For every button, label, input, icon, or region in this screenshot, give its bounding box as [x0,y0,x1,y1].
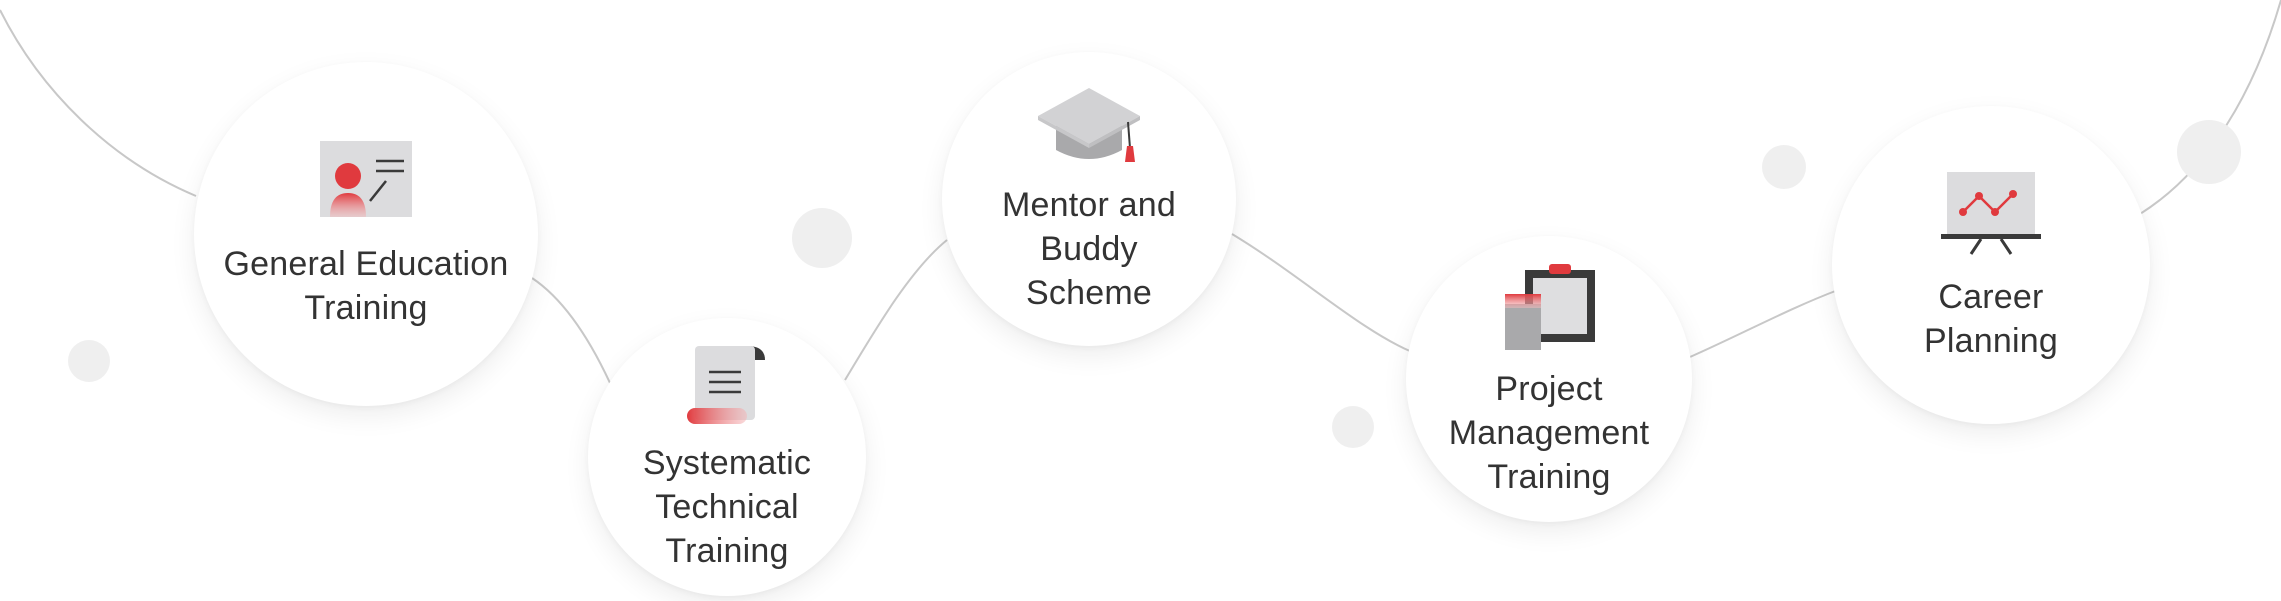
step-label: Project Management Training [1448,369,1650,496]
decorative-dot [68,340,110,382]
graduation-cap-icon [1034,84,1144,179]
step-systematic-technical[interactable]: Systematic Technical Training [588,318,866,596]
step-mentor-buddy[interactable]: Mentor and Buddy Scheme [942,52,1236,346]
decorative-dot [2177,120,2241,184]
step-label: Systematic Technical Training [642,443,812,570]
step-label: General Education Training [223,244,509,327]
decorative-dot [792,208,852,268]
clipboard-icon [1501,260,1597,359]
step-project-management[interactable]: Project Management Training [1406,236,1692,522]
decorative-dot [1762,145,1806,189]
presentation-person-icon [318,139,414,224]
step-career-planning[interactable]: Career Planning [1832,106,2150,424]
decorative-dot [1332,406,1374,448]
chart-board-icon [1941,168,2041,263]
step-label: Mentor and Buddy Scheme [1002,185,1176,312]
scroll-icon [685,342,769,433]
step-general-education[interactable]: General Education Training [194,62,538,406]
step-label: Career Planning [1924,277,2058,360]
